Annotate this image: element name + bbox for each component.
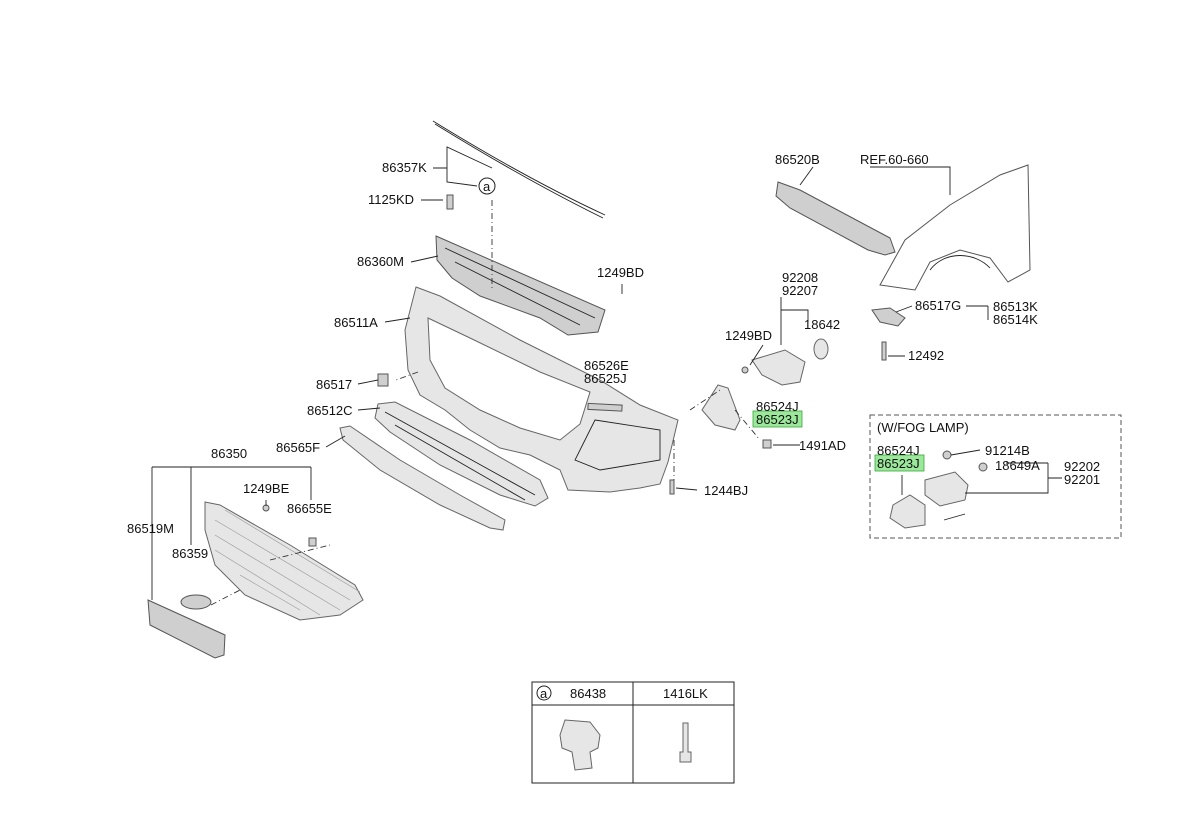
energy-absorber-part [775,181,896,256]
grille-lower-plate [147,599,226,659]
label-92202[interactable]: 92202 [1064,459,1100,474]
label-86524J-a[interactable]: 86524J [756,399,799,414]
emblem-86359 [180,594,212,610]
label-92201[interactable]: 92201 [1064,472,1100,487]
label-86565F[interactable]: 86565F [276,440,320,455]
side-lamp-part [751,349,806,386]
grille-mesh [214,509,361,616]
label-86512C[interactable]: 86512C [307,403,353,418]
upper-cover-part [435,235,606,336]
label-1249BD-a[interactable]: 1249BD [597,265,644,280]
label-ref-60-660[interactable]: REF.60-660 [860,152,929,167]
label-86514K[interactable]: 86514K [993,312,1038,327]
side-bracket-86517 [377,373,389,387]
bulb-18649A [978,462,988,472]
legend-circle-a [536,685,552,701]
bulb-18642 [813,338,829,360]
label-86513K[interactable]: 86513K [993,299,1038,314]
legend-col-1416LK[interactable]: 1416LK [663,686,708,701]
clip-86655E [308,537,317,547]
label-1244BJ[interactable]: 1244BJ [704,483,748,498]
rivet-1416LK-drawing [679,722,692,763]
label-86655E[interactable]: 86655E [287,501,332,516]
reference-circle-a-label: a [483,179,491,194]
label-86511A[interactable]: 86511A [334,315,378,330]
legend-col-86438[interactable]: 86438 [570,686,606,701]
fender-ref-part [879,164,1031,291]
label-86524J-b[interactable]: 86524J [877,443,920,458]
label-86523J-a[interactable]: 86523J [756,412,799,427]
label-86517G[interactable]: 86517G [915,298,961,313]
label-86519M[interactable]: 86519M [127,521,174,536]
fog-cover-part [889,494,926,529]
label-18649A[interactable]: 18649A [995,458,1040,473]
fender-bracket-part [871,307,906,327]
fog-lamp-part [924,471,969,507]
lower-strip-part [339,425,506,531]
bolt-91214B [942,450,952,460]
reference-circle-a [478,177,496,195]
clip-86438-drawing [559,719,601,771]
label-86350[interactable]: 86350 [211,446,247,461]
label-1491AD[interactable]: 1491AD [799,438,846,453]
legend-table: a 86438 1416LK [531,681,735,784]
hood-seal-strip [432,120,606,216]
label-92207[interactable]: 92207 [782,283,818,298]
label-1249BD-b[interactable]: 1249BD [725,328,772,343]
trim-molding-86526E [587,402,623,412]
highlight-86523J-main [752,410,803,428]
label-86523J-b[interactable]: 86523J [877,456,920,471]
label-12492[interactable]: 12492 [908,348,944,363]
screw-12492 [881,341,887,361]
label-86520B[interactable]: 86520B [775,152,820,167]
fog-lamp-title: (W/FOG LAMP) [877,420,969,435]
lamp-cover-part [701,384,741,431]
clip-1491AD [762,439,772,449]
label-86357K[interactable]: 86357K [382,160,427,175]
fog-lamp-box [869,414,1122,539]
highlight-86523J-fog [874,454,925,472]
label-86526E[interactable]: 86526E [584,358,629,373]
bumper-cover-opening [427,317,591,441]
leader-lines [151,146,1062,600]
label-86360M[interactable]: 86360M [357,254,404,269]
label-86517[interactable]: 86517 [316,377,352,392]
label-18642[interactable]: 18642 [804,317,840,332]
label-92208[interactable]: 92208 [782,270,818,285]
bolt-1244BJ [669,479,675,495]
screw-1125KD [446,194,454,210]
label-86525J[interactable]: 86525J [584,371,627,386]
bolt-1249BD-b [741,366,749,374]
label-86359[interactable]: 86359 [172,546,208,561]
label-1125KD[interactable]: 1125KD [368,192,414,207]
label-1249BE[interactable]: 1249BE [243,481,290,496]
label-91214B[interactable]: 91214B [985,443,1030,458]
legend-marker: a [540,686,548,701]
dash-lines [210,200,761,606]
